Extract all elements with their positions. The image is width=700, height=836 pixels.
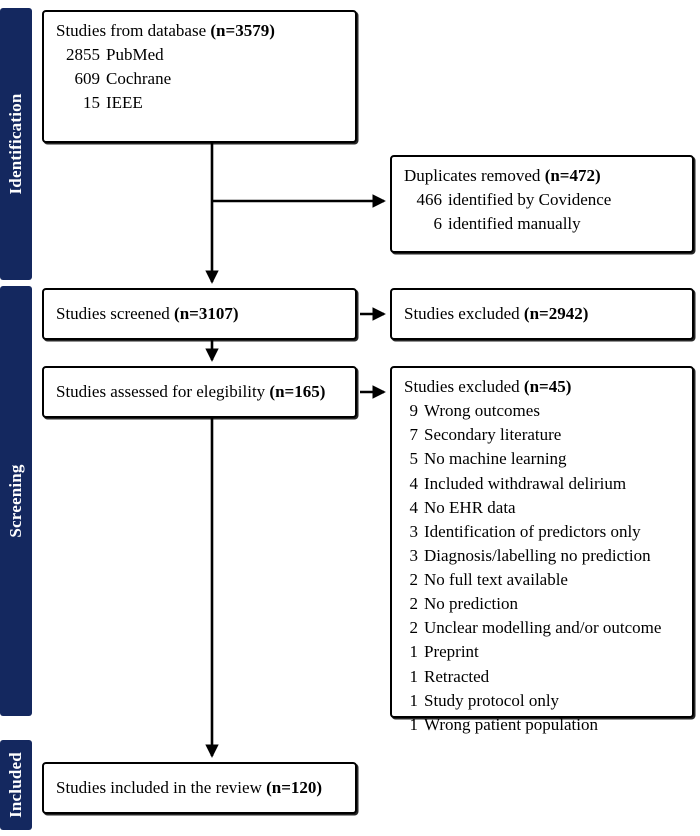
node-duplicates-headline-text: Duplicates removed	[404, 166, 545, 185]
reason-count: 2	[409, 570, 419, 589]
node-screened-excluded-headline: Studies excluded (n=2942)	[392, 302, 588, 326]
node-included-headline: Studies included in the review (n=120)	[44, 776, 322, 800]
source-count: 15	[83, 93, 100, 113]
node-excluded-reasons-count: (n=45)	[523, 377, 572, 396]
node-included-headline-text: Studies included in the review	[56, 777, 267, 797]
node-eligibility-headline: Studies assessed for elegibility (n=165)	[44, 380, 325, 404]
node-database-count: (n=3579)	[210, 21, 275, 40]
reason-label: Preprint	[424, 642, 479, 662]
reason-label: No full text available	[424, 570, 568, 589]
stage-band-screening-label: Screening	[6, 464, 25, 538]
node-studies-from-database: Studies from database (n=3579) 2855 PubMe…	[42, 10, 357, 143]
reason-label: Included withdrawal delirium	[424, 473, 627, 493]
node-screened-excluded-headline-text: Studies excluded	[404, 303, 524, 323]
node-duplicates-count: (n=472)	[544, 166, 601, 185]
node-studies-assessed-eligibility: Studies assessed for elegibility (n=165)	[42, 366, 357, 418]
source-label: Cochrane	[106, 69, 172, 89]
reason-count: 9	[409, 401, 419, 421]
node-included-count: (n=120)	[266, 777, 323, 797]
reason-count: 1	[409, 690, 419, 710]
dup-label: identified by Covidence	[448, 190, 612, 210]
reason-label: No EHR data	[424, 497, 516, 517]
list-item: 2855 PubMed	[56, 43, 345, 67]
reason-count: 3	[409, 545, 419, 565]
reason-label: Identification of predictors only	[424, 521, 641, 541]
node-duplicates-headline: Duplicates removed (n=472)	[404, 164, 682, 188]
reason-label: No prediction	[424, 594, 518, 614]
stage-band-identification: Identification	[0, 8, 32, 280]
reason-label: Unclear modelling and/or outcome	[424, 618, 662, 638]
dup-count: 466	[416, 190, 443, 210]
reason-count: 4	[409, 473, 419, 493]
stage-band-screening: Screening	[0, 286, 32, 716]
stage-band-identification-label: Identification	[6, 93, 25, 195]
node-screened-count: (n=3107)	[174, 303, 239, 323]
node-screened-excluded-count: (n=2942)	[523, 303, 589, 323]
source-label: PubMed	[106, 45, 164, 65]
node-screened-headline-text: Studies screened	[56, 303, 175, 323]
list-item: 15 IEEE	[56, 91, 345, 115]
reason-count: 2	[409, 618, 419, 638]
node-screened-headline: Studies screened (n=3107)	[44, 302, 239, 326]
node-studies-included: Studies included in the review (n=120)	[42, 762, 357, 814]
reason-count: 1	[409, 642, 419, 662]
reason-label: Secondary literature	[424, 425, 562, 445]
stage-band-included-label: Included	[6, 752, 25, 818]
node-eligibility-headline-text: Studies assessed for elegibility	[56, 381, 270, 401]
reason-count: 1	[409, 714, 419, 734]
dup-label: identified manually	[448, 214, 581, 234]
reason-label: Study protocol only	[424, 690, 560, 710]
node-excluded-reasons-headline-text: Studies excluded	[404, 377, 524, 396]
reason-count: 3	[409, 521, 419, 541]
stage-band-included: Included	[0, 740, 32, 830]
reason-label: Diagnosis/labelling no prediction	[424, 545, 651, 565]
node-eligibility-count: (n=165)	[269, 381, 326, 401]
reason-count: 7	[409, 425, 419, 445]
dup-count: 6	[433, 214, 443, 234]
source-label: IEEE	[106, 93, 143, 113]
list-item: 2 No full text available	[404, 568, 682, 592]
reason-count: 4	[409, 497, 419, 517]
node-studies-excluded-screening: Studies excluded (n=2942)	[390, 288, 694, 340]
node-database-headline-text: Studies from database	[56, 21, 211, 40]
reason-label: No machine learning	[424, 449, 567, 469]
node-database-headline: Studies from database (n=3579)	[56, 19, 345, 43]
reason-label: Wrong patient population	[424, 714, 599, 734]
source-count: 2855	[66, 45, 100, 65]
reason-label: Wrong outcomes	[424, 401, 540, 421]
reason-count: 1	[409, 666, 419, 686]
reason-count: 2	[409, 594, 419, 614]
reason-label: Retracted	[424, 666, 490, 686]
reason-count: 5	[409, 449, 419, 469]
node-studies-screened: Studies screened (n=3107)	[42, 288, 357, 340]
source-count: 609	[74, 69, 101, 89]
node-excluded-reasons-headline: Studies excluded (n=45)	[404, 375, 682, 399]
